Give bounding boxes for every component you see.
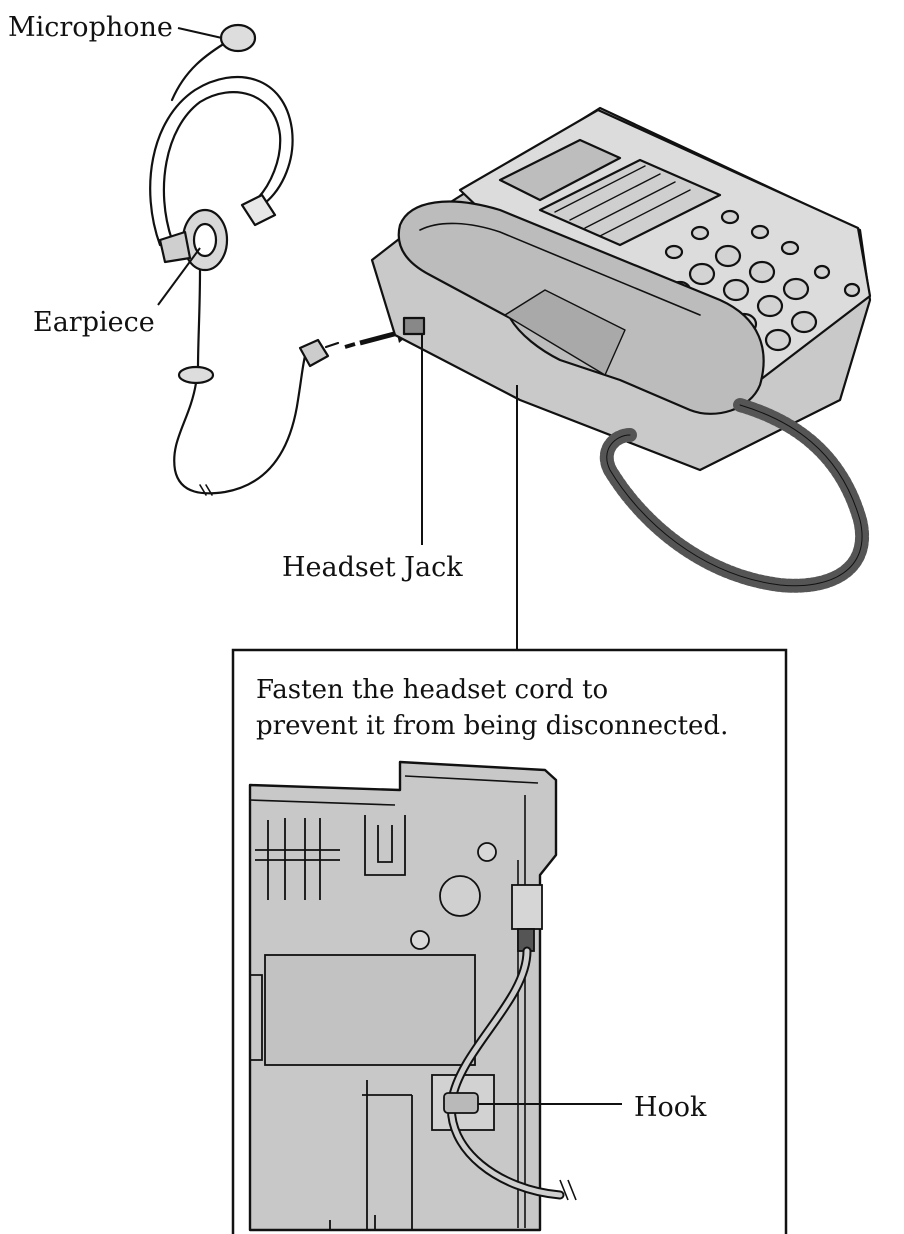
inset-note-line1: Fasten the headset cord to <box>256 675 609 705</box>
earpiece-leader <box>157 247 201 306</box>
earpiece-label: Earpiece <box>33 307 155 338</box>
leader-lines <box>157 27 518 650</box>
inset-note-line2: prevent it from being disconnected. <box>256 711 729 741</box>
headset-plug <box>298 338 330 368</box>
headset-jack-port <box>402 316 426 336</box>
speaker-grille <box>504 289 626 376</box>
cord-clip <box>177 365 215 385</box>
headset-jack-label: Headset Jack <box>282 552 463 583</box>
microphone-label: Microphone <box>8 12 173 43</box>
hook-shape <box>443 1092 479 1114</box>
keypad <box>664 209 861 352</box>
hook-label: Hook <box>634 1092 707 1123</box>
microphone-foam <box>219 23 257 53</box>
headset <box>149 23 340 496</box>
telephone <box>370 106 872 593</box>
inset-note: Fasten the headset cord to prevent it fr… <box>256 672 776 744</box>
inset-panel <box>231 648 788 1234</box>
microphone-leader <box>177 27 223 39</box>
inset-plug <box>511 884 543 952</box>
